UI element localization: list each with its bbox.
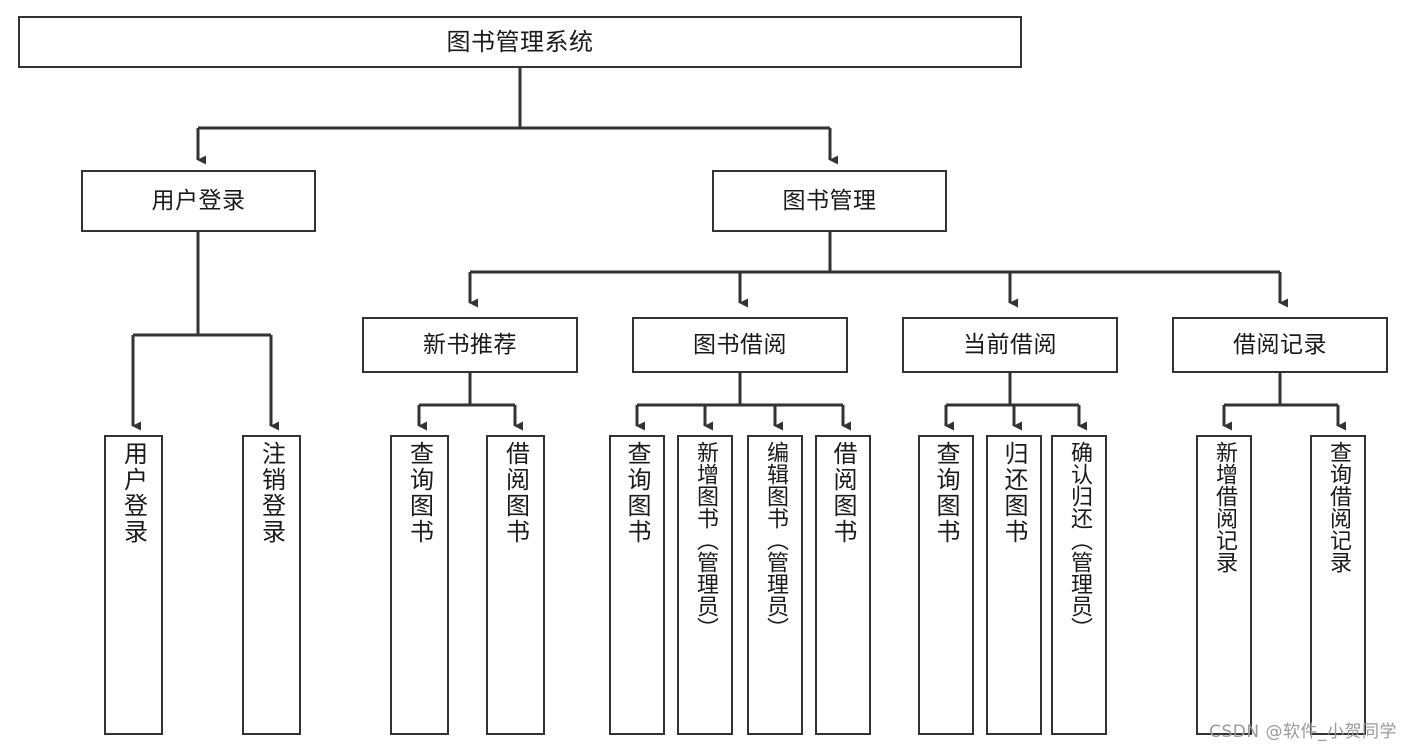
node-label: 新书推荐 bbox=[423, 331, 517, 358]
leaf-borrow-borrow-book[interactable]: 借阅图书 bbox=[815, 435, 871, 735]
node-label: 图书管理 bbox=[782, 187, 877, 214]
node-label: 注销登录 bbox=[257, 441, 286, 545]
leaf-current-return-book[interactable]: 归还图书 bbox=[986, 435, 1042, 735]
leaf-borrow-add-book-admin[interactable]: 新增图书（管理员） bbox=[677, 435, 733, 735]
node-root-system[interactable]: 图书管理系统 bbox=[18, 16, 1022, 68]
leaf-new-book-borrow[interactable]: 借阅图书 bbox=[486, 435, 545, 735]
node-label: 查询图书 bbox=[405, 441, 434, 545]
node-label: 新增借阅记录 bbox=[1212, 441, 1237, 573]
node-borrow-records[interactable]: 借阅记录 bbox=[1172, 317, 1388, 373]
node-book-management[interactable]: 图书管理 bbox=[712, 170, 947, 232]
leaf-borrow-edit-book-admin[interactable]: 编辑图书（管理员） bbox=[747, 435, 803, 735]
leaf-borrow-query-book[interactable]: 查询图书 bbox=[609, 435, 665, 735]
node-label: 借阅图书 bbox=[501, 441, 530, 545]
node-label: 用户登录 bbox=[151, 187, 246, 214]
leaf-current-confirm-return-admin[interactable]: 确认归还（管理员） bbox=[1051, 435, 1107, 735]
leaf-user-login-signout[interactable]: 注销登录 bbox=[242, 435, 301, 735]
node-label: 借阅记录 bbox=[1233, 331, 1327, 358]
node-current-borrow[interactable]: 当前借阅 bbox=[902, 317, 1118, 373]
leaf-current-query-book[interactable]: 查询图书 bbox=[918, 435, 974, 735]
leaf-user-login-signin[interactable]: 用户登录 bbox=[104, 435, 163, 735]
node-label: 查询借阅记录 bbox=[1326, 441, 1351, 573]
leaf-records-query-record[interactable]: 查询借阅记录 bbox=[1310, 435, 1366, 735]
node-label: 借阅图书 bbox=[829, 441, 857, 545]
csdn-watermark: CSDN @软件_小贺同学 bbox=[1209, 722, 1397, 742]
node-label: 确认归还（管理员） bbox=[1067, 441, 1092, 639]
node-user-login[interactable]: 用户登录 bbox=[81, 170, 316, 232]
leaf-new-book-query[interactable]: 查询图书 bbox=[390, 435, 449, 735]
node-label: 归还图书 bbox=[1000, 441, 1028, 545]
node-label: 当前借阅 bbox=[963, 331, 1057, 358]
node-label: 图书借阅 bbox=[693, 331, 787, 358]
node-new-book-recommend[interactable]: 新书推荐 bbox=[362, 317, 578, 373]
leaf-records-add-record[interactable]: 新增借阅记录 bbox=[1196, 435, 1252, 735]
node-label: 编辑图书（管理员） bbox=[763, 441, 788, 639]
node-book-borrow[interactable]: 图书借阅 bbox=[632, 317, 848, 373]
node-label: 图书管理系统 bbox=[446, 28, 594, 56]
node-label: 用户登录 bbox=[119, 441, 148, 545]
node-label: 新增图书（管理员） bbox=[693, 441, 718, 639]
node-label: 查询图书 bbox=[932, 441, 960, 545]
node-label: 查询图书 bbox=[623, 441, 651, 545]
